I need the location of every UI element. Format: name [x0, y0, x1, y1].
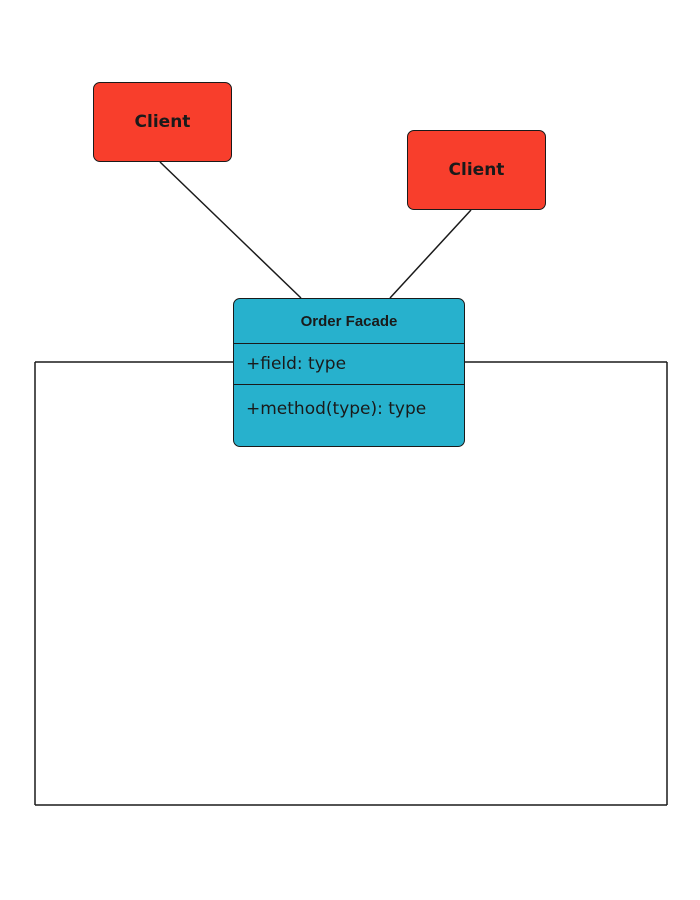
- class-name: Order Facade: [234, 299, 464, 344]
- connector-client-1-to-facade: [159, 161, 302, 299]
- client-node[interactable]: Client: [93, 82, 232, 162]
- client-node[interactable]: Client: [407, 130, 546, 210]
- client-label: Client: [448, 160, 505, 180]
- client-label: Client: [134, 112, 191, 132]
- class-field: +field: type: [234, 344, 464, 385]
- method-text: +method(type): type: [246, 399, 427, 419]
- field-text: +field: type: [246, 354, 347, 374]
- order-facade-class[interactable]: Order Facade +field: type +method(type):…: [233, 298, 465, 447]
- class-method: +method(type): type: [234, 385, 464, 445]
- connector-client-2-to-facade: [389, 209, 472, 299]
